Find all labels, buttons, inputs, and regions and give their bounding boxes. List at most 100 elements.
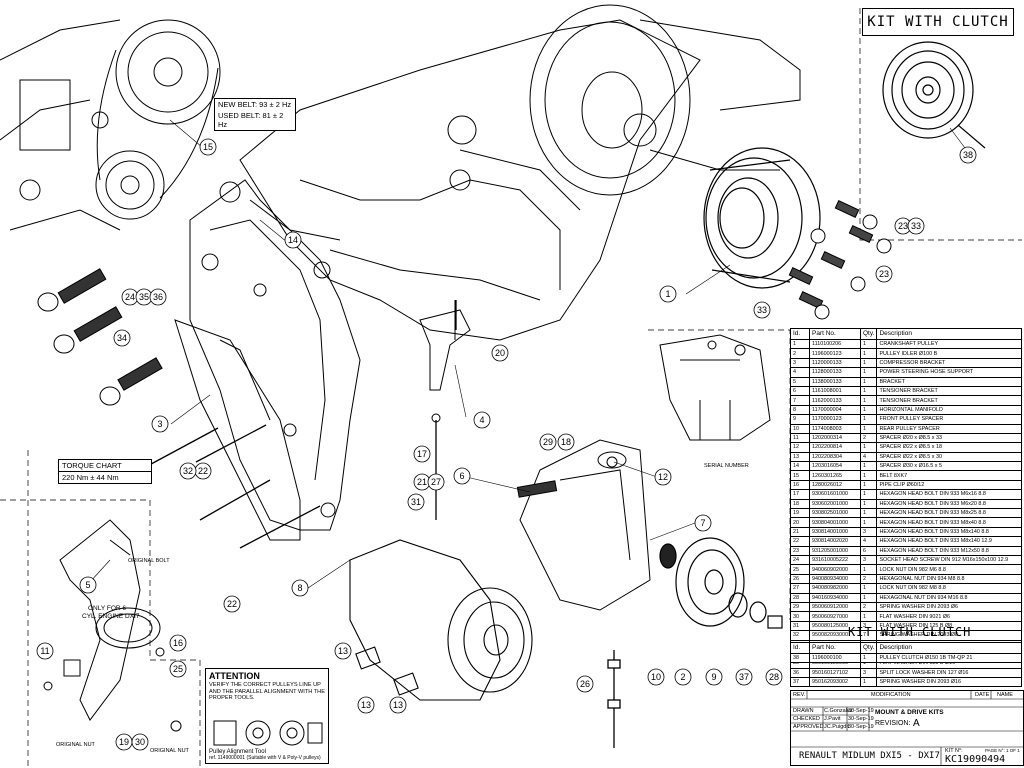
long-bolts [139,424,321,549]
bom-cell-id: 14 [790,461,810,472]
bom-cell-id: 4 [790,367,810,378]
bom-cell-qty: 1 [859,338,878,350]
bom-cell-id: 9 [790,414,810,425]
attention-title: ATTENTION [209,671,260,681]
tb-checked-by: J.Pavit [824,716,841,722]
bom-cell-qty: 2 [859,573,878,585]
bom-cell-id: 16 [790,479,810,491]
bom-header-row: Id. Part No. Qty. Description [790,328,1022,340]
callout-18: 18 [561,437,571,447]
bom-cell-qty: 1 [859,414,878,425]
bom-cell-part: 950162093002 [809,677,861,688]
bom-cell-part: 940080982000 [809,583,861,594]
bom-cell-part: 931610005222 [809,554,861,566]
bom-cell-qty: 1 [859,479,878,491]
callout-32: 32 [183,466,193,476]
torque-chart-value: 220 Nm ± 44 Nm [62,473,119,482]
bom-col-qty: Qty. [859,328,878,340]
bom-cell-qty: 1 [859,583,878,594]
bom-cell-part: 940160934000 [809,592,861,603]
callout-28: 28 [769,672,779,682]
torque-chart-title: TORQUE CHART [59,460,151,472]
note-only-for-6: ONLY FOR 6 [88,605,126,612]
bom-cell-desc: LOCK NUT DIN 982 M8 8.8 [876,583,1022,594]
bom-col-part: Part No. [809,328,861,340]
bom-cell-part: 1202000314 [809,432,861,444]
bom-cell-part: 1128000133 [809,367,861,378]
bom-cell-part: 930602001000 [809,498,861,510]
bom-cell-id: 31 [790,620,810,632]
tb-checked-label: CHECKED [793,716,820,722]
bom-cell-qty: 1 [859,461,878,472]
clutch-bom-header-row: Id. Part No. Qty. Description [790,642,1022,654]
bom-cell-desc: HEXAGON HEAD BOLT DIN 933 M6x16 8.8 [876,489,1022,500]
clutch-col-part: Part No. [809,642,861,654]
bom-cell-id: 18 [790,498,810,510]
clutch-col-id: Id. [790,642,810,654]
clutch-col-qty: Qty. [859,642,878,654]
bom-cell-part: 1162000133 [809,395,861,406]
tb-name: NAME [997,692,1013,698]
callout-29: 29 [543,437,553,447]
bom-cell-part: 1196000123 [809,348,861,359]
bom-cell-part: 1120000133 [809,357,861,369]
bom-cell-part: 931205001000 [809,545,861,557]
compressor-bracket [189,179,361,531]
bom-cell-qty: 1 [859,404,878,416]
bom-cell-desc: SPACER Ø22 x Ø8.5 x 30 [876,451,1022,463]
belt-frequency-box: NEW BELT: 93 ± 2 Hz USED BELT: 81 ± 2 Hz [214,98,296,131]
callout-6: 6 [459,471,464,481]
attention-box: ATTENTION VERIFY THE CORRECT PULLEYS LIN… [205,668,329,764]
callout-38: 38 [963,150,973,160]
tb-approved-date: 30-Sep-19 [848,724,874,730]
bom-cell-qty: 1 [859,498,878,510]
callout-23a: 23 [898,221,908,231]
bom-cell-desc: SPRING WASHER DIN 2093 Ø16 [876,677,1022,688]
clutch-col-desc: Description [876,642,1022,654]
bom-cell-desc: SPRING WASHER DIN 2093 Ø6 [876,601,1022,613]
bom-cell-id: 10 [790,423,810,434]
callout-23b: 23 [879,269,889,279]
callout-20: 20 [495,348,505,358]
engine-block [239,4,801,341]
threaded-rods [435,300,621,748]
bom-cell-desc: HEXAGONAL NUT DIN 934 M8 8.8 [876,573,1022,585]
bom-cell-id: 2 [790,348,810,359]
bom-col-desc: Description [876,328,1022,340]
bom-cell-part: 930601601000 [809,489,861,500]
callout-33a: 33 [911,221,921,231]
hose-support [419,300,471,423]
alignment-tool-illustration [213,720,323,746]
bom-cell-qty: 1 [859,611,878,622]
bom-cell-id: 6 [790,385,810,397]
bom-cell-qty: 4 [859,536,878,547]
bom-cell-qty: 3 [859,554,878,566]
bom-cell-id: 7 [790,395,810,406]
bom-cell-id: 24 [790,554,810,566]
callout-1: 1 [665,289,670,299]
callout-21: 21 [417,477,427,487]
bom-cell-part: 1280026012 [809,479,861,491]
tb-revision-label: REVISION: [875,720,911,727]
bom-cell-desc: CRANKSHAFT PULLEY [876,338,1022,350]
bom-cell-part: 1138000133 [809,376,861,387]
callout-22b: 22 [227,599,237,609]
tb-drawn-by: C.Gonzalez [824,708,853,714]
title-block: REV. MODIFICATION DATE NAME DRAWN C.Gonz… [790,690,1024,766]
note-cyl-engine: CYL. ENGINE DXI7 [82,613,140,620]
callout-13a: 13 [338,646,348,656]
idler-pulley [659,537,783,629]
bom-cell-id: 13 [790,451,810,463]
callout-19: 19 [119,737,129,747]
bom-cell-part: 1202208304 [809,451,861,463]
